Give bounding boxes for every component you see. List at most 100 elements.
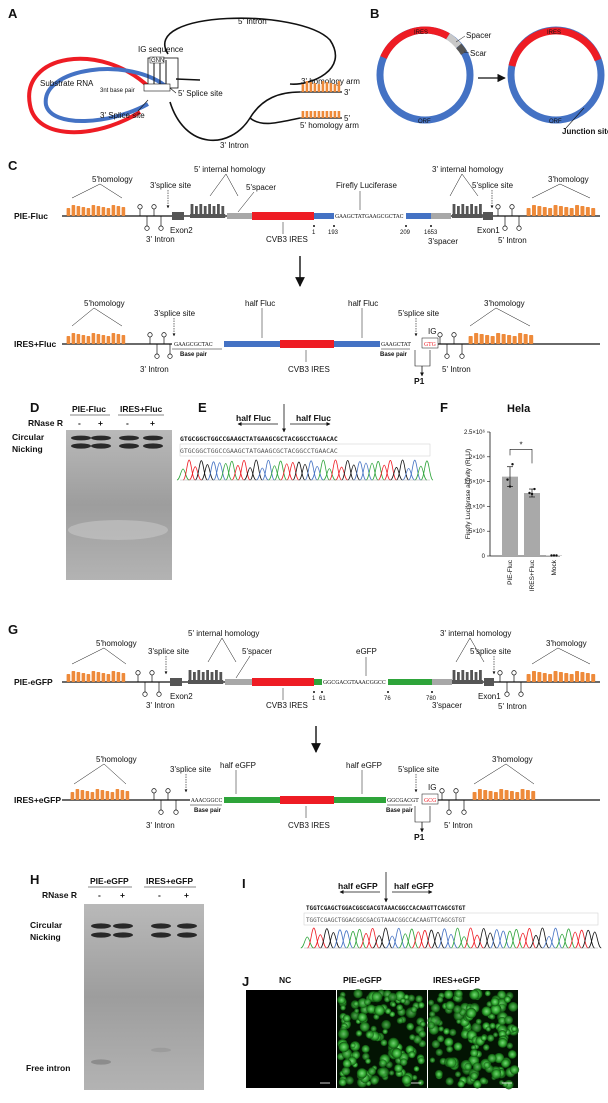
cell xyxy=(457,1080,465,1088)
h-gel-bands xyxy=(91,923,197,1065)
comb-tooth xyxy=(221,206,225,214)
cell xyxy=(396,1004,404,1011)
homology-tooth xyxy=(313,83,317,92)
homology-tooth xyxy=(490,336,495,344)
hairpin-loop xyxy=(439,788,445,794)
homology-tooth xyxy=(496,333,501,344)
homology-tooth xyxy=(509,791,514,800)
homology-tooth xyxy=(580,672,585,682)
cell xyxy=(438,1026,444,1032)
homology-tooth xyxy=(507,335,512,344)
chromatogram-peak xyxy=(310,465,324,481)
chromatogram-peak xyxy=(405,928,419,949)
gel-band xyxy=(91,932,111,938)
homology-tooth xyxy=(305,81,309,92)
cell xyxy=(367,1067,376,1076)
panel-b-label: B xyxy=(370,6,379,21)
homology-tooth xyxy=(488,791,493,800)
f-y-label: Firefly Luciferase activity (RLU) xyxy=(465,449,472,539)
cell xyxy=(489,1022,496,1029)
chromatogram-peak xyxy=(306,927,321,949)
homology-tooth xyxy=(111,333,116,344)
c-row2-ires-bar xyxy=(280,340,334,348)
panel-b: B IRES Spacer Scar ORF IRES ORF Junction… xyxy=(370,6,608,136)
homology-tooth xyxy=(81,673,86,682)
chromatogram-peak xyxy=(418,930,432,949)
i-half2: half eGFP xyxy=(394,881,434,891)
chromatogram-peak xyxy=(378,927,393,949)
c-row1-internal5-comb xyxy=(190,204,226,218)
hairpin-loop xyxy=(149,670,155,676)
homology-tooth xyxy=(76,206,81,216)
homology-tooth xyxy=(125,791,130,800)
chromatogram-peak xyxy=(231,465,245,481)
chromatogram-peak xyxy=(243,467,257,481)
comb-tooth xyxy=(474,206,478,214)
f-data-point xyxy=(506,478,509,481)
panel-h: H PIE-eGFP IRES+eGFP RNase R - + - + Cir… xyxy=(26,872,204,1090)
homology-tooth xyxy=(309,82,313,92)
cell xyxy=(503,995,512,1003)
chromatogram-peak xyxy=(352,928,367,949)
homology-tooth xyxy=(121,335,126,344)
cell xyxy=(410,1006,418,1013)
g-egfp-right xyxy=(388,679,432,685)
comb-tooth xyxy=(461,204,465,214)
comb-tooth xyxy=(217,204,220,214)
g-exon2-label: Exon2 xyxy=(170,692,193,701)
chromatogram-peak xyxy=(489,929,504,949)
cell xyxy=(500,1058,511,1069)
cell xyxy=(413,1065,420,1072)
i-chromatogram xyxy=(300,927,602,949)
c-exon1-label: Exon1 xyxy=(477,226,500,235)
c-exon2 xyxy=(172,212,184,220)
panel-c: C PIE-Fluc 5'homology 5' internal homolo… xyxy=(8,158,600,386)
cell xyxy=(357,1012,368,1023)
cell xyxy=(342,1059,352,1068)
chromatogram-peak xyxy=(207,461,220,481)
g-row2-gcg: GCG xyxy=(424,798,436,804)
cell xyxy=(354,1008,360,1014)
chromatogram-peak xyxy=(377,464,391,481)
f-data-point xyxy=(530,492,534,496)
homology-tooth xyxy=(91,205,96,216)
homology-tooth xyxy=(569,208,574,216)
chromatogram-peak xyxy=(561,928,576,949)
homology-tooth xyxy=(70,792,75,800)
homology-tooth xyxy=(105,791,110,800)
c-row2-fluc-left xyxy=(224,341,280,347)
a-end3-label: 3' xyxy=(344,88,350,97)
homology-tooth xyxy=(116,672,121,682)
cell xyxy=(484,990,491,997)
comb-tooth xyxy=(193,672,196,680)
chromatogram-peak xyxy=(548,927,563,949)
chromatogram-peak xyxy=(237,459,251,481)
c-splice5: 5'splice site xyxy=(472,181,514,190)
chromatogram-peak xyxy=(341,460,355,481)
c-n1653: 1653 xyxy=(424,230,438,236)
a-splice5-label: 5' Splice site xyxy=(178,89,223,98)
chromatogram-peak xyxy=(391,927,406,949)
homology-tooth xyxy=(531,671,536,682)
homology-tooth xyxy=(86,674,91,682)
homology-tooth xyxy=(96,672,101,682)
c-spacer3-label: 3'spacer xyxy=(428,237,458,246)
homology-tooth xyxy=(96,334,101,344)
d-nicking: Nicking xyxy=(12,444,43,454)
f-data-point xyxy=(552,554,556,557)
g-row2-intron3-hairpins xyxy=(151,788,179,815)
b-spacer-label: Spacer xyxy=(466,31,492,40)
chromatogram-peak xyxy=(496,930,511,949)
hairpin-loop xyxy=(446,809,452,815)
chromatogram-peak xyxy=(335,466,348,481)
comb-tooth xyxy=(479,204,482,214)
g-row2-p1: P1 xyxy=(414,832,425,842)
cell xyxy=(453,1004,462,1014)
chromatogram-peak xyxy=(182,459,196,481)
panel-e-label: E xyxy=(198,400,207,415)
intron5-loop xyxy=(164,17,337,85)
chromatogram-peak xyxy=(483,932,497,949)
f-y-tick-label: 2×10⁶ xyxy=(469,454,486,461)
cell xyxy=(415,995,423,1003)
